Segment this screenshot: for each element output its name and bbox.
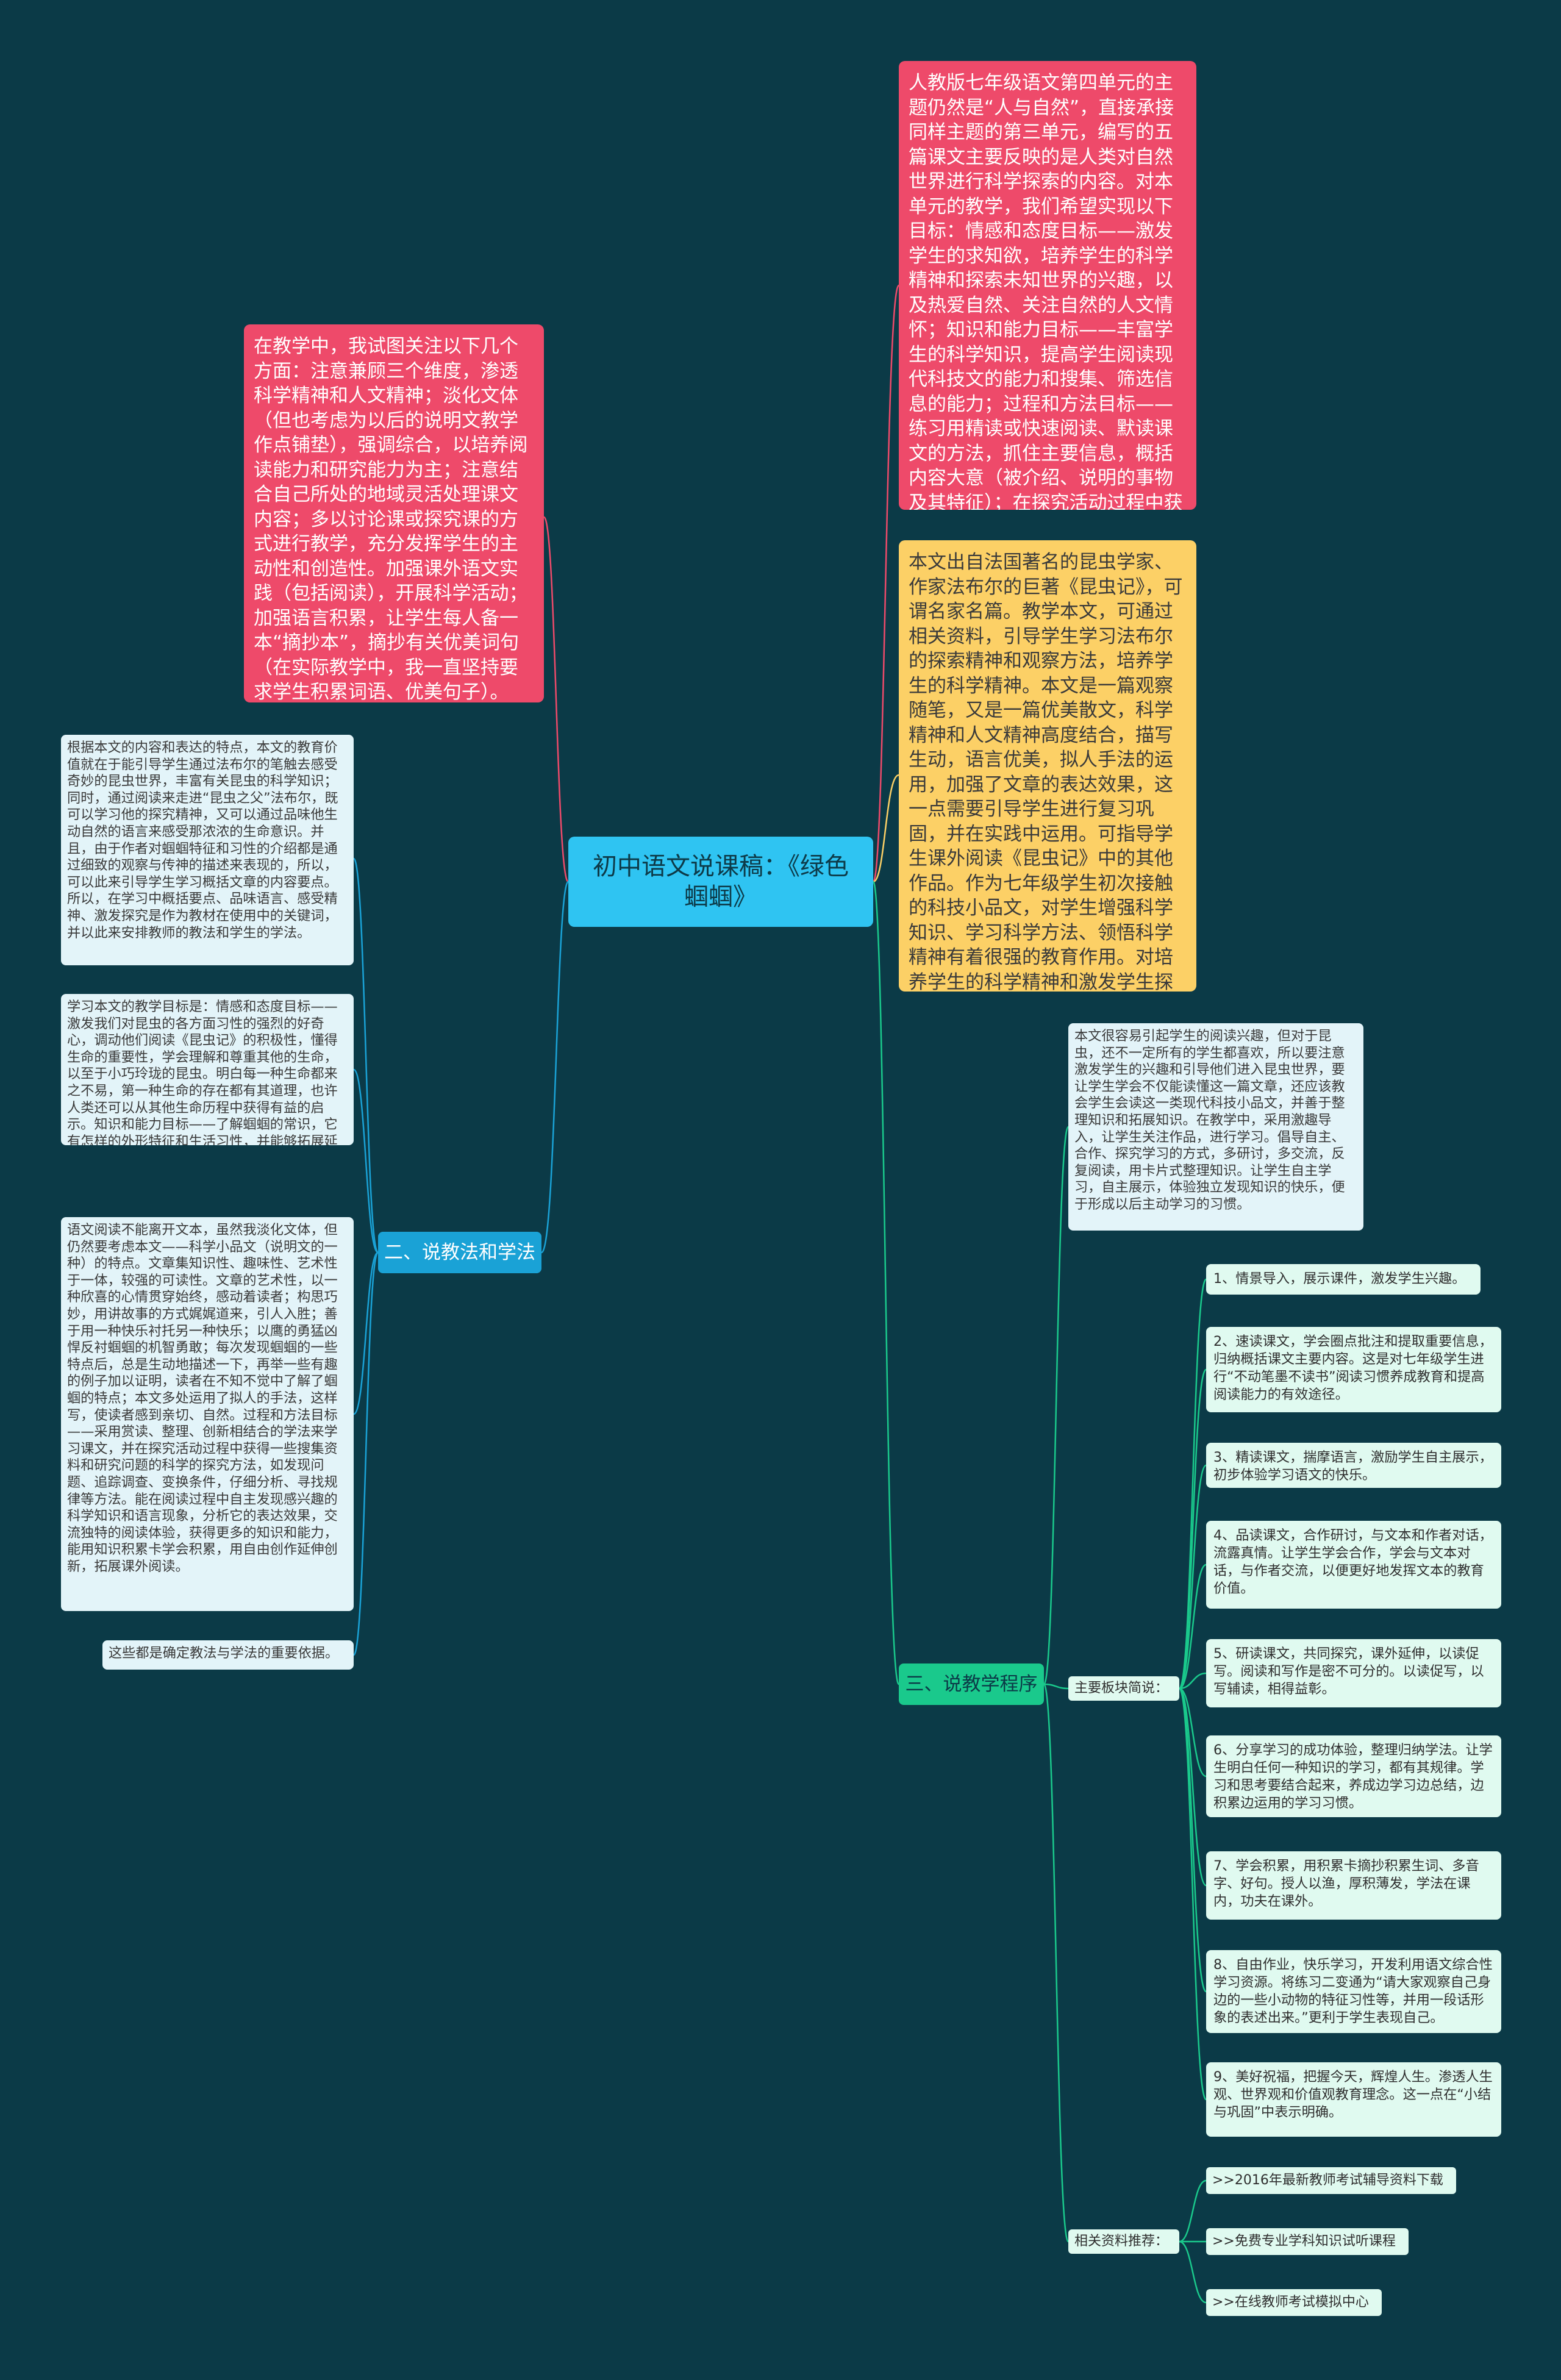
step-7-text: 7、学会积累，用积累卡摘抄积累生词、多音字、好句。授人以渔，厚积薄发，学法在课内… <box>1213 1858 1479 1909</box>
resource-link-3-text: >>在线教师考试模拟中心 <box>1212 2295 1369 2310</box>
methods-note-1[interactable]: 根据本文的内容和表达的特点，本文的教育价值就在于能引导学生通过法布尔的笔触去感受… <box>61 735 354 965</box>
branch-teaching-methods-label: 二、说教法和学法 <box>384 1242 535 1263</box>
resource-link-2-text: >>免费专业学科知识试听课程 <box>1212 2234 1396 2249</box>
step-8-text: 8、自由作业，快乐学习，开发利用语文综合性学习资源。将练习二变通为“请大家观察自… <box>1213 1957 1493 2026</box>
procedure-intro-text: 本文很容易引起学生的阅读兴趣，但对于昆虫，还不一定所有的学生都喜欢，所以要注意激… <box>1074 1028 1345 1212</box>
methods-note-1-text: 根据本文的内容和表达的特点，本文的教育价值就在于能引导学生通过法布尔的笔触去感受… <box>67 740 338 941</box>
step-6[interactable]: 6、分享学习的成功体验，整理归纳学法。让学生明白任何一种知识的学习，都有其规律。… <box>1206 1735 1501 1817</box>
step-9-text: 9、美好祝福，把握今天，辉煌人生。渗透人生观、世界观和价值观教育理念。这一点在“… <box>1213 2069 1493 2120</box>
step-7[interactable]: 7、学会积累，用积累卡摘抄积累生词、多音字、好句。授人以渔，厚积薄发，学法在课内… <box>1206 1851 1501 1920</box>
central-topic[interactable]: 初中语文说课稿：《绿色蝈蝈》 <box>568 837 873 927</box>
step-3-text: 3、精读课文，揣摩语言，激励学生自主展示，初步体验学习语文的快乐。 <box>1213 1449 1493 1483</box>
step-9[interactable]: 9、美好祝福，把握今天，辉煌人生。渗透人生观、世界观和价值观教育理念。这一点在“… <box>1206 2062 1501 2137</box>
resources-label-text: 相关资料推荐： <box>1074 2234 1169 2249</box>
right-text-note[interactable]: 本文出自法国著名的昆虫学家、作家法布尔的巨著《昆虫记》，可谓名家名篇。教学本文，… <box>899 540 1196 992</box>
step-5-text: 5、研读课文，共同探究，课外延伸，以读促写。阅读和写作是密不可分的。以读促写，以… <box>1213 1646 1484 1697</box>
resource-link-1[interactable]: >>2016年最新教师考试辅导资料下载 <box>1206 2167 1456 2194</box>
branch-teaching-procedure-label: 三、说教学程序 <box>905 1673 1038 1695</box>
board-label-text: 主要板块简说： <box>1074 1681 1169 1696</box>
step-2-text: 2、速读课文，学会圈点批注和提取重要信息，归纳概括课文主要内容。这是对七年级学生… <box>1213 1334 1493 1403</box>
right-text-note-text: 本文出自法国著名的昆虫学家、作家法布尔的巨著《昆虫记》，可谓名家名篇。教学本文，… <box>909 551 1183 992</box>
resource-link-3[interactable]: >>在线教师考试模拟中心 <box>1206 2289 1382 2316</box>
branch-teaching-methods[interactable]: 二、说教法和学法 <box>378 1232 541 1273</box>
methods-note-3-text: 语文阅读不能离开文本，虽然我淡化文体，但仍然要考虑本文——科学小品文（说明文的一… <box>67 1222 338 1574</box>
procedure-intro[interactable]: 本文很容易引起学生的阅读兴趣，但对于昆虫，还不一定所有的学生都喜欢，所以要注意激… <box>1068 1023 1363 1231</box>
step-1-text: 1、情景导入，展示课件，激发学生兴趣。 <box>1213 1271 1466 1287</box>
step-1[interactable]: 1、情景导入，展示课件，激发学生兴趣。 <box>1206 1264 1481 1295</box>
methods-note-3[interactable]: 语文阅读不能离开文本，虽然我淡化文体，但仍然要考虑本文——科学小品文（说明文的一… <box>61 1217 354 1611</box>
methods-note-2-text: 学习本文的教学目标是：情感和态度目标——激发我们对昆虫的各方面习性的强烈的好奇心… <box>67 999 338 1145</box>
methods-note-2[interactable]: 学习本文的教学目标是：情感和态度目标——激发我们对昆虫的各方面习性的强烈的好奇心… <box>61 994 354 1145</box>
branch-teaching-procedure[interactable]: 三、说教学程序 <box>899 1663 1044 1705</box>
resource-link-1-text: >>2016年最新教师考试辅导资料下载 <box>1212 2173 1443 2188</box>
left-top-note[interactable]: 在教学中，我试图关注以下几个方面：注意兼顾三个维度，渗透科学精神和人文精神；淡化… <box>244 324 544 702</box>
step-3[interactable]: 3、精读课文，揣摩语言，激励学生自主展示，初步体验学习语文的快乐。 <box>1206 1443 1501 1488</box>
step-6-text: 6、分享学习的成功体验，整理归纳学法。让学生明白任何一种知识的学习，都有其规律。… <box>1213 1742 1493 1811</box>
left-top-note-text: 在教学中，我试图关注以下几个方面：注意兼顾三个维度，渗透科学精神和人文精神；淡化… <box>254 335 528 702</box>
right-unit-note[interactable]: 人教版七年级语文第四单元的主题仍然是“人与自然”，直接承接同样主题的第三单元，编… <box>899 61 1196 510</box>
central-topic-text: 初中语文说课稿：《绿色蝈蝈》 <box>593 852 849 911</box>
right-unit-note-text: 人教版七年级语文第四单元的主题仍然是“人与自然”，直接承接同样主题的第三单元，编… <box>909 72 1183 510</box>
methods-note-4-text: 这些都是确定教法与学法的重要依据。 <box>109 1645 339 1661</box>
resources-label[interactable]: 相关资料推荐： <box>1068 2229 1179 2254</box>
methods-note-4[interactable]: 这些都是确定教法与学法的重要依据。 <box>102 1640 354 1670</box>
resource-link-2[interactable]: >>免费专业学科知识试听课程 <box>1206 2228 1409 2255</box>
board-label[interactable]: 主要板块简说： <box>1068 1676 1179 1701</box>
step-2[interactable]: 2、速读课文，学会圈点批注和提取重要信息，归纳概括课文主要内容。这是对七年级学生… <box>1206 1327 1501 1412</box>
step-4-text: 4、品读课文，合作研讨，与文本和作者对话，流露真情。让学生学会合作，学会与文本对… <box>1213 1528 1493 1596</box>
step-8[interactable]: 8、自由作业，快乐学习，开发利用语文综合性学习资源。将练习二变通为“请大家观察自… <box>1206 1950 1501 2033</box>
step-4[interactable]: 4、品读课文，合作研讨，与文本和作者对话，流露真情。让学生学会合作，学会与文本对… <box>1206 1521 1501 1609</box>
step-5[interactable]: 5、研读课文，共同探究，课外延伸，以读促写。阅读和写作是密不可分的。以读促写，以… <box>1206 1639 1501 1707</box>
